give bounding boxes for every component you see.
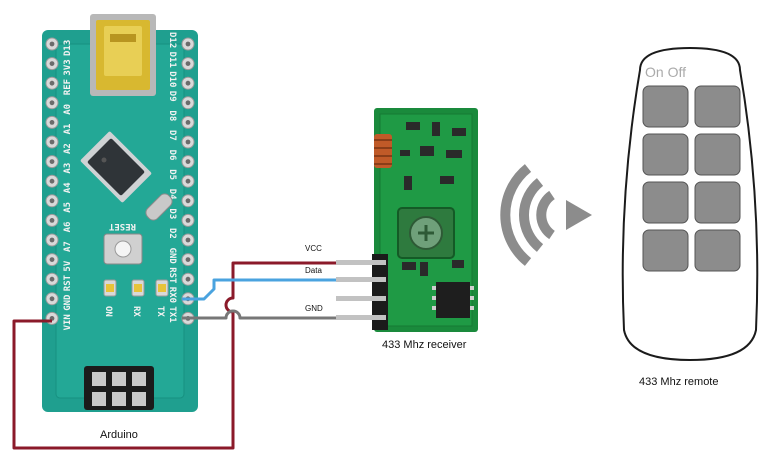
pin-label: D3 <box>167 208 177 219</box>
pin-label: A2 <box>63 143 73 154</box>
arduino-label: Arduino <box>100 429 138 441</box>
remote-button-8[interactable] <box>694 229 741 272</box>
crystal <box>145 193 173 221</box>
pin-label: D5 <box>167 169 177 180</box>
pin-label: A6 <box>63 222 73 233</box>
pin-label: A4 <box>63 182 73 193</box>
pin-label: D2 <box>167 228 177 239</box>
gnd-wire <box>182 309 338 320</box>
remote-control: On Off <box>621 46 759 362</box>
led-label-tx: TX <box>155 306 165 317</box>
pin-holes-left <box>45 37 59 325</box>
receiver-components <box>400 122 466 276</box>
receiver-potentiometer <box>397 207 455 259</box>
pin-label: D10 <box>167 71 177 87</box>
pin-label: D9 <box>167 91 177 102</box>
pin-label: VIN <box>63 314 73 330</box>
pin-label: A0 <box>63 104 73 115</box>
pin-label: D11 <box>167 52 177 68</box>
pin-label: RST <box>63 274 73 291</box>
pin-label: A3 <box>63 163 73 174</box>
remote-button-7[interactable] <box>642 229 689 272</box>
remote-button-1[interactable] <box>642 85 689 128</box>
pin-label: 5V <box>63 260 73 271</box>
status-leds <box>103 279 169 297</box>
wireless-signal-icon <box>500 164 592 266</box>
led-label-rx: RX <box>131 306 141 317</box>
receiver-module <box>336 108 478 332</box>
remote-button-2[interactable] <box>694 85 741 128</box>
remote-button-6[interactable] <box>694 181 741 224</box>
pin-label: A7 <box>63 241 73 252</box>
pin-label: A5 <box>63 202 73 213</box>
remote-button-5[interactable] <box>642 181 689 224</box>
reset-label: RESET <box>108 221 136 231</box>
vcc-wire <box>12 261 338 450</box>
microcontroller-chip <box>80 131 152 203</box>
wires <box>12 261 338 450</box>
pin-label: A1 <box>63 124 73 135</box>
pin-label: D13 <box>63 40 73 56</box>
pin-label: D8 <box>167 110 177 121</box>
remote-button-3[interactable] <box>642 133 689 176</box>
pin-holes-right <box>181 37 195 325</box>
pin-label: TX1 <box>167 306 177 322</box>
receiver-pin-gnd-label: GND <box>305 304 323 313</box>
data-wire <box>182 278 338 301</box>
remote-button-4[interactable] <box>694 133 741 176</box>
receiver-pin-vcc-label: VCC <box>305 244 322 253</box>
receiver-label: 433 Mhz receiver <box>382 339 467 351</box>
usb-connector <box>90 14 156 96</box>
receiver-ic <box>432 282 474 318</box>
receiver-coil <box>374 134 392 168</box>
reset-button[interactable] <box>103 233 143 265</box>
arduino-pcb-inner <box>55 43 185 399</box>
led-label-on: ON <box>103 306 113 317</box>
pin-label: D6 <box>167 150 177 161</box>
pin-label: RX0 <box>167 287 177 303</box>
pin-label: D12 <box>167 32 177 48</box>
pin-label: GND <box>63 294 73 311</box>
receiver-header <box>336 254 388 330</box>
pin-label: D4 <box>167 189 177 200</box>
pin-label: D7 <box>167 130 177 141</box>
remote-buttons <box>642 85 741 272</box>
remote-header-label: On Off <box>645 64 686 80</box>
remote-label: 433 Mhz remote <box>639 376 718 388</box>
pin-label: 3V3 <box>63 59 73 75</box>
icsp-header <box>84 366 154 410</box>
pin-label: GND <box>167 248 177 265</box>
receiver-pin-data-label: Data <box>305 266 322 275</box>
pin-label: REF <box>63 79 73 95</box>
pin-label: RST <box>167 267 177 284</box>
